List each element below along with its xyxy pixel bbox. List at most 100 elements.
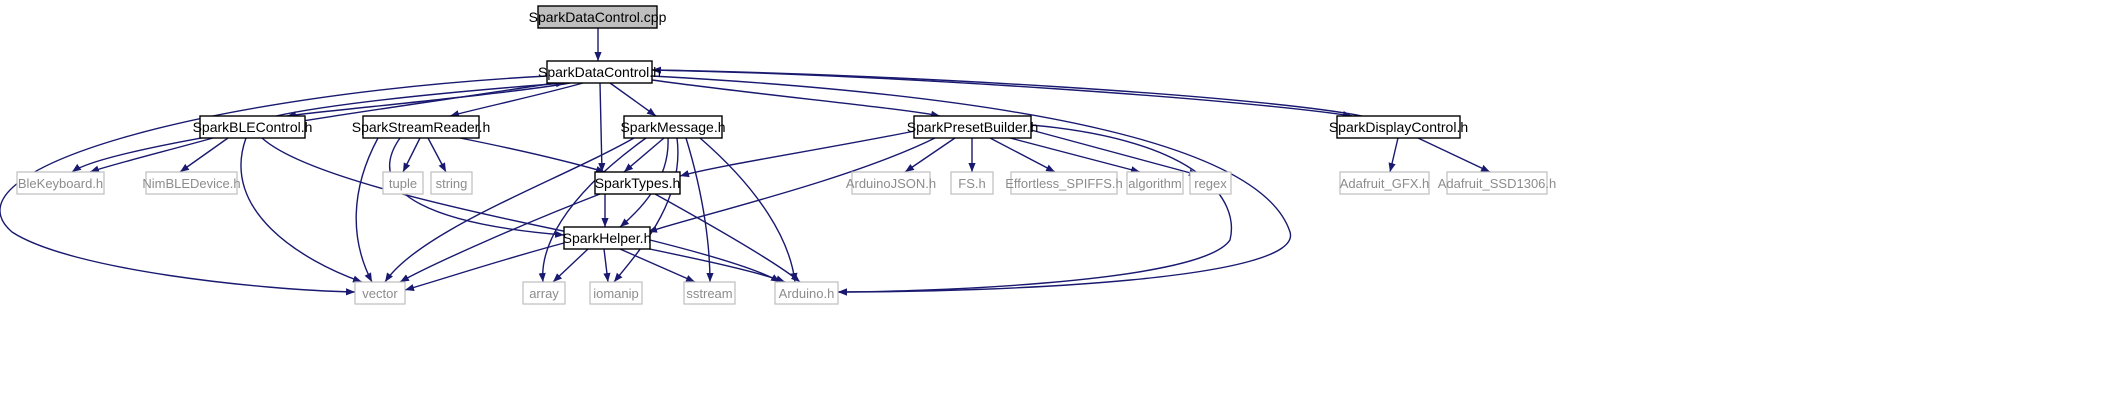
node-box [522,281,566,305]
node-box [1126,171,1184,195]
node-spark-data-control-h[interactable]: SparkDataControl.h [538,60,661,84]
edge-spark_data_control_h-to-spark_types_h [598,82,606,173]
node-spark-message-h[interactable]: SparkMessage.h [620,115,726,139]
edge-spark_ble_control_h-to-spark_data_control_h [275,80,566,117]
edge-spark_preset_builder_h-to-arduino_json_h [904,137,956,173]
node-label: tuple [389,176,417,191]
edge-spark_message_h-to-array [538,137,647,283]
edge-spark_helper_h-to-vector [404,242,565,291]
node-box [1339,171,1430,195]
node-sstream: sstream [683,281,736,305]
edge-spark_data_control_h-to-spark_preset_builder_h [651,79,941,118]
node-label: iomanip [593,286,639,301]
node-spark-preset-builder-h[interactable]: SparkPresetBuilder.h [907,115,1039,139]
node-label: SparkDataControl.cpp [529,9,667,25]
edge-spark_message_h-to-spark_types_h [623,137,665,173]
node-box [950,171,994,195]
node-box [589,281,643,305]
node-box [1446,171,1548,195]
node-array: array [522,281,566,305]
node-arduino-json-h: ArduinoJSON.h [846,171,936,195]
node-algorithm: algorithm [1126,171,1184,195]
node-label: NimBLEDevice.h [142,176,240,191]
edge-spark_message_h-to-iomanip [613,137,679,283]
node-label: Adafruit_GFX.h [1340,176,1430,191]
node-box [430,171,473,195]
node-fs-h: FS.h [950,171,994,195]
node-spark-data-control-cpp[interactable]: SparkDataControl.cpp [529,5,667,29]
node-label: array [529,286,559,301]
node-label: Effortless_SPIFFS.h [1005,176,1123,191]
edge-spark_stream_reader_h-to-string [427,137,447,173]
node-label: SparkDataControl.h [538,64,661,80]
edge-spark_data_control_h-to-spark_ble_control_h [286,82,571,119]
edge-spark_preset_builder_h-to-spark_types_h [679,129,921,178]
node-label: BleKeyboard.h [18,176,103,191]
node-box [623,115,723,139]
node-label: vector [362,286,398,301]
node-nimble-device-h: NimBLEDevice.h [142,171,241,195]
node-label: regex [1194,176,1227,191]
node-spark-stream-reader-h[interactable]: SparkStreamReader.h [352,115,491,139]
node-adafruit-gfx-h: Adafruit_GFX.h [1339,171,1430,195]
node-box [913,115,1032,139]
node-spark-ble-control-h[interactable]: SparkBLEControl.h [193,115,313,139]
edge-spark_display_control_h-to-adafruit_gfx_h [1388,137,1399,173]
edges-layer [0,28,1491,296]
node-tuple: tuple [382,171,424,195]
nodes-layer: SparkDataControl.cppSparkDataControl.hSp… [16,5,1556,305]
node-box [683,281,736,305]
node-box [199,115,306,139]
node-box [382,171,424,195]
node-label: ArduinoJSON.h [846,176,936,191]
node-label: algorithm [1128,176,1181,191]
edge-spark_display_control_h-to-spark_data_control_h [651,66,1363,117]
node-label: SparkStreamReader.h [352,119,491,135]
node-spark-display-control-h[interactable]: SparkDisplayControl.h [1329,115,1468,139]
edge-spark_data_control_h-to-vector [0,75,548,296]
edge-spark_types_h-to-vector [399,193,601,283]
edge-spark_message_h-to-vector [384,137,635,283]
edge-spark_message_h-to-arduino_h [699,137,798,283]
node-box [851,171,931,195]
node-label: SparkPresetBuilder.h [907,119,1039,135]
node-label: SparkHelper.h [563,230,652,246]
node-string: string [430,171,473,195]
node-box [145,171,238,195]
node-iomanip: iomanip [589,281,643,305]
node-box [563,226,651,250]
edge-spark_stream_reader_h-to-vector [355,137,379,283]
node-label: SparkMessage.h [620,119,725,135]
node-label: Arduino.h [779,286,835,301]
node-regex: regex [1189,171,1232,195]
node-box [362,115,480,139]
node-box [537,5,658,29]
node-spark-types-h[interactable]: SparkTypes.h [594,171,681,195]
edge-spark_preset_builder_h-to-arduino_h [837,124,1233,296]
edge-spark_data_control_h-to-spark_stream_reader_h [449,82,584,118]
node-vector: vector [354,281,406,305]
node-label: sstream [686,286,732,301]
node-spark-helper-h[interactable]: SparkHelper.h [563,226,652,250]
edge-spark_stream_reader_h-to-spark_helper_h [388,137,565,238]
node-effortless-spiffs-h: Effortless_SPIFFS.h [1005,171,1123,195]
edge-spark_preset_builder_h-to-effortless_spiffs_h [989,137,1056,173]
edge-spark_helper_h-to-arduino_h [649,239,781,283]
node-box [1189,171,1232,195]
edge-spark_ble_control_h-to-nimble_device_h [179,137,229,173]
edge-spark_ble_control_h-to-vector [240,137,363,283]
edge-spark_helper_h-to-array [552,248,589,283]
edge-spark_display_control_h-to-adafruit_ssd1306_h [1417,137,1491,173]
edge-spark_data_control_h-to-arduino_h [651,75,1291,296]
node-label: SparkDisplayControl.h [1329,119,1468,135]
edge-spark_preset_builder_h-to-spark_helper_h [647,137,936,233]
node-box [354,281,406,305]
edge-spark_preset_builder_h-to-algorithm [1009,137,1141,174]
edge-spark_message_h-to-sstream [685,137,714,283]
node-label: string [436,176,468,191]
edge-spark_ble_control_h-to-arduino_h [261,137,786,283]
node-box [1336,115,1461,139]
node-box [546,60,653,84]
node-label: SparkBLEControl.h [193,119,313,135]
